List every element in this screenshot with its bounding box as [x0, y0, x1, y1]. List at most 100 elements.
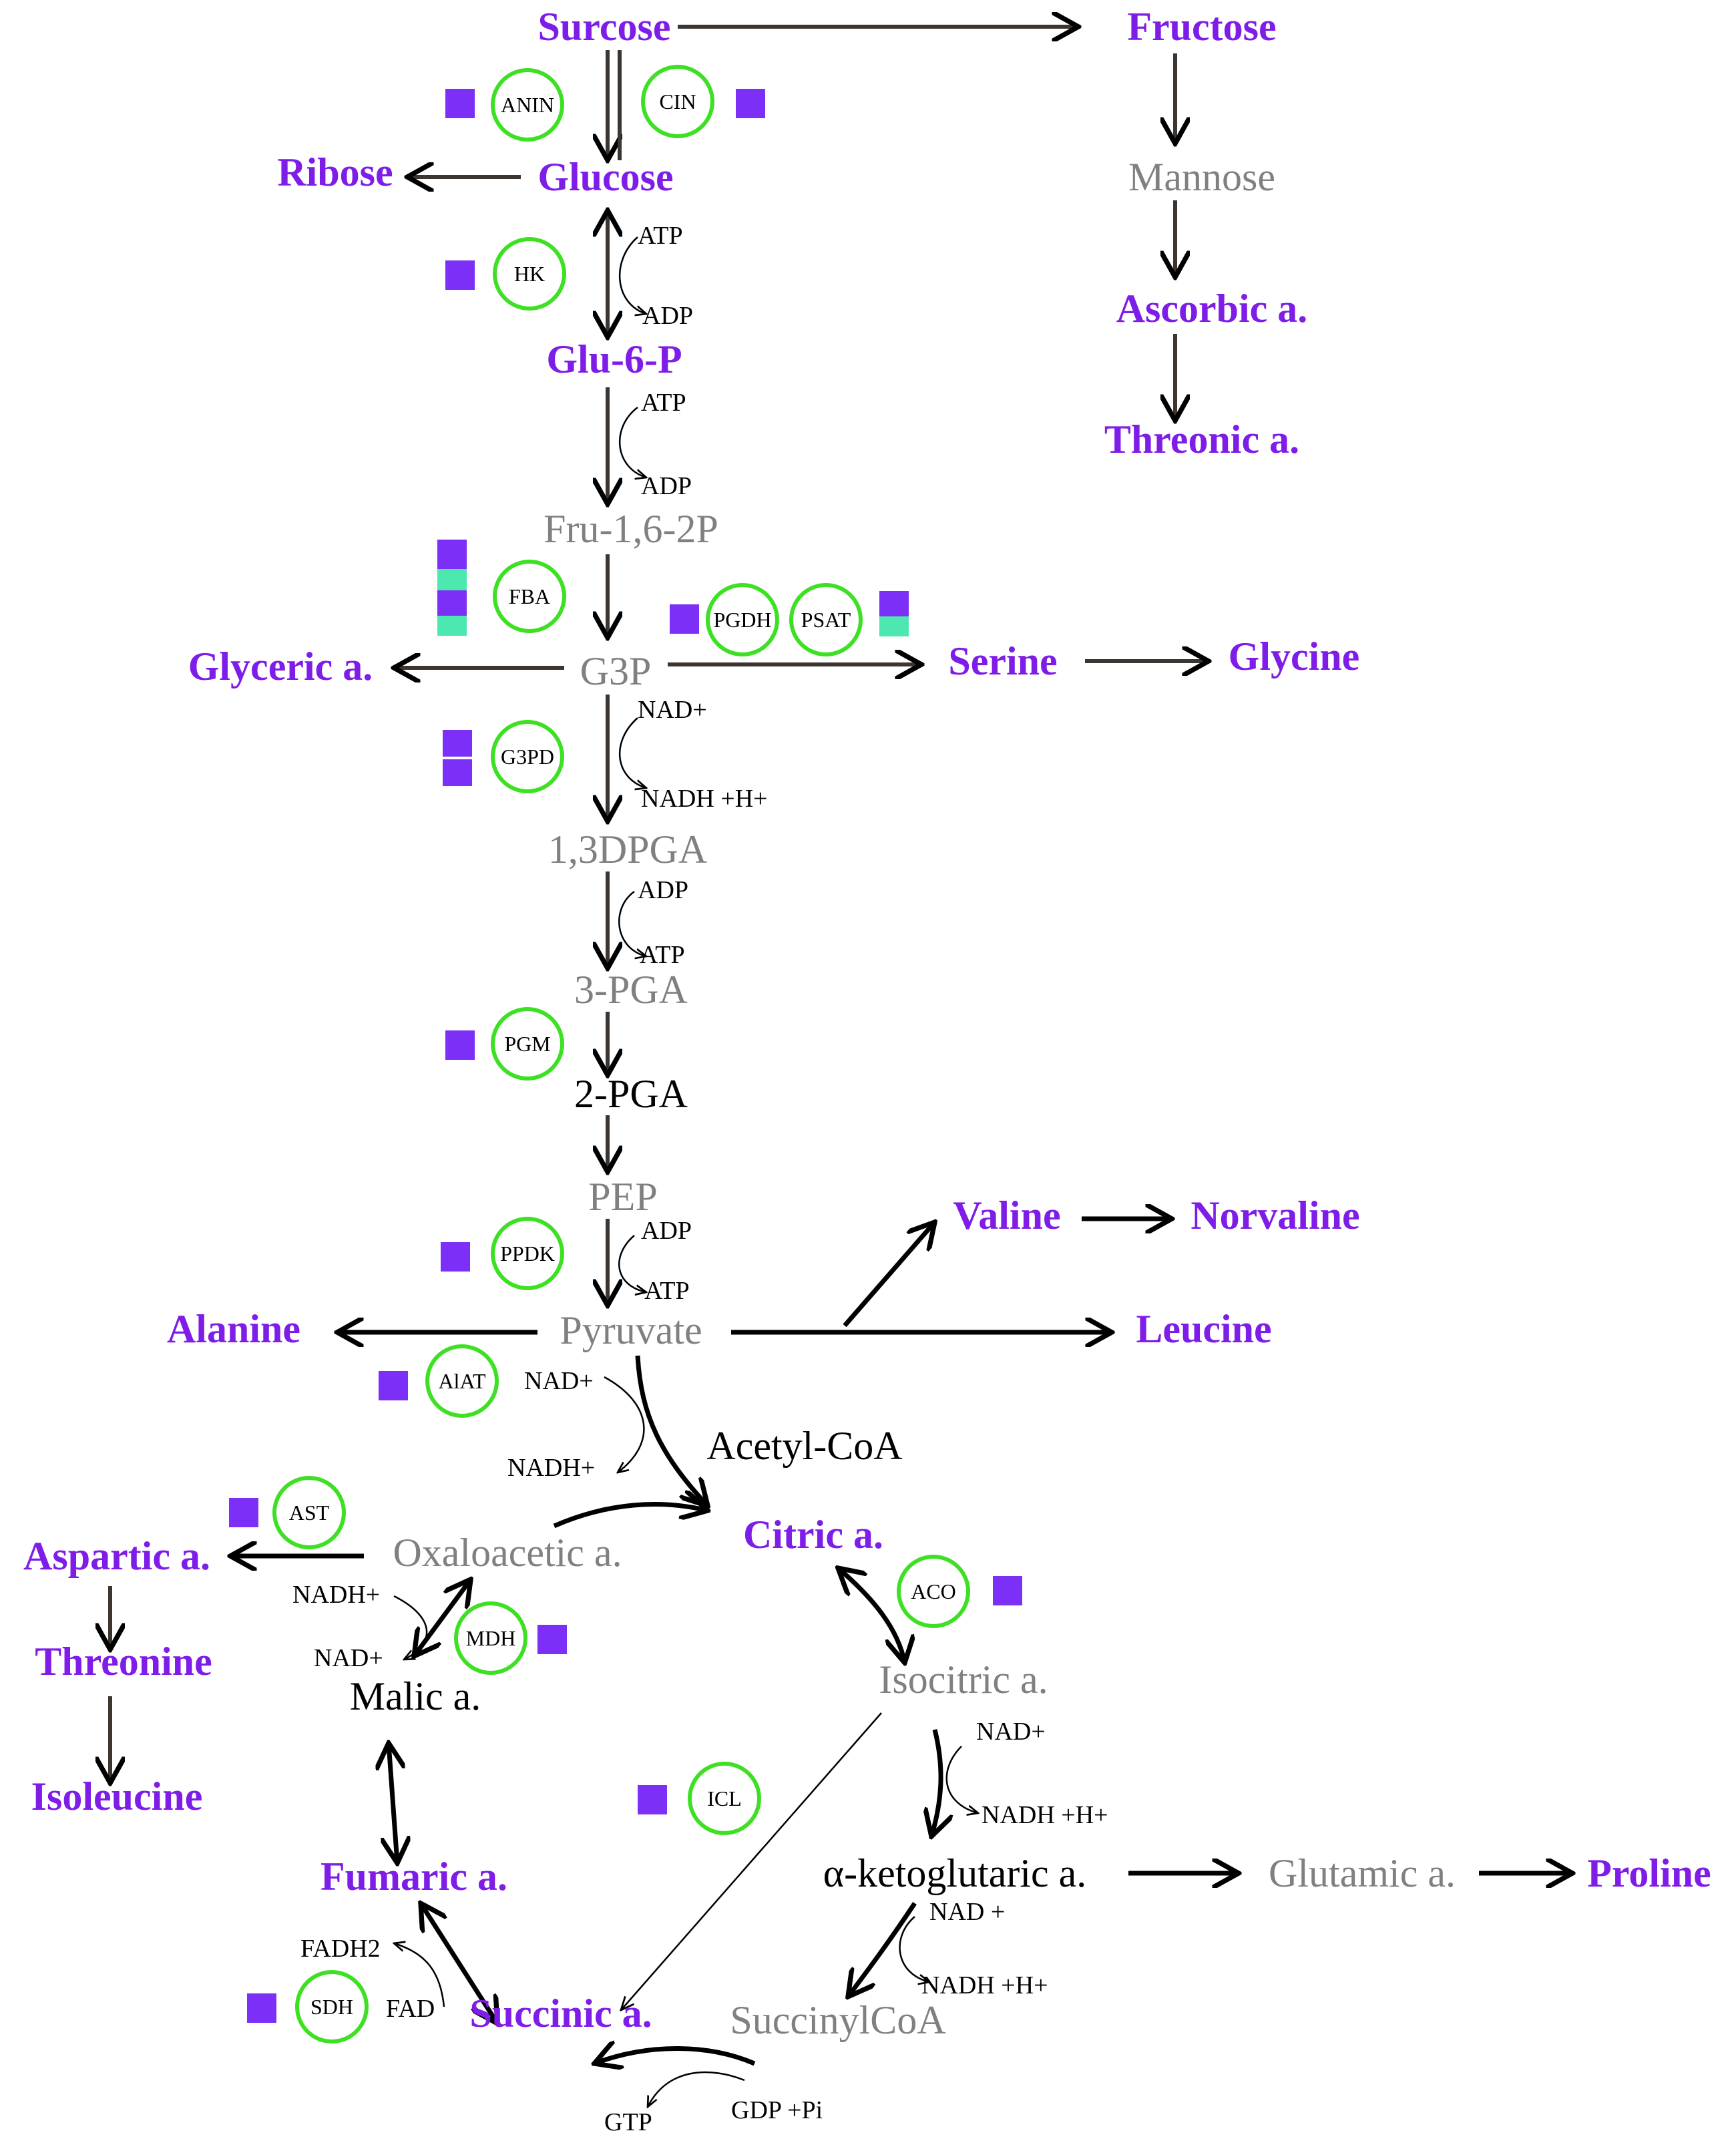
enzyme-label: PSAT: [801, 608, 851, 632]
indicator-g3pd-2: [443, 759, 472, 786]
enzyme-ast: AST: [272, 1476, 346, 1549]
enzyme-label: PGDH: [713, 608, 771, 632]
enzyme-sdh: SDH: [295, 1970, 369, 2043]
metabolite-serine: Serine: [948, 639, 1057, 683]
metabolite-13dpga: 1,3DPGA: [548, 827, 707, 871]
enzyme-alat: AlAT: [425, 1344, 499, 1418]
cofactor-adp: ADP: [641, 472, 692, 500]
cofactor-nad: NAD +: [929, 1898, 1005, 1926]
curve-sdh: [394, 1943, 445, 2007]
curve-icdh: [945, 1746, 978, 1813]
metabolite-proline: Proline: [1587, 1851, 1711, 1895]
indicator-alat: [379, 1371, 408, 1400]
metabolite-citric: Citric a.: [743, 1513, 883, 1557]
curve-pdh: [604, 1376, 645, 1473]
enzyme-pgm: PGM: [491, 1007, 564, 1081]
enzyme-label: ANIN: [501, 93, 554, 117]
metabolite-acetylcoa: Acetyl-CoA: [706, 1424, 902, 1468]
enzyme-aco: ACO: [897, 1555, 970, 1628]
arrow-isocitric-succinic: [621, 1712, 882, 2010]
cofactor-curves: [394, 236, 978, 2107]
enzyme-label: ICL: [707, 1786, 742, 1810]
metabolite-glutamic: Glutamic a.: [1269, 1851, 1456, 1895]
cofactor-gdp: GDP +Pi: [731, 2096, 823, 2124]
enzymes: ANIN CIN HK FBA PGDH PSAT G3PD PGM PPDK …: [272, 65, 970, 2043]
indicator-fba-3: [437, 590, 467, 616]
cofactor-atp: ATP: [644, 1277, 690, 1305]
enzyme-icl: ICL: [688, 1762, 761, 1835]
cofactor-nad: NAD+: [524, 1367, 594, 1395]
cofactor-fadh2: FADH2: [300, 1935, 381, 1963]
indicator-cin: [736, 89, 765, 118]
arrow-akg-succinylcoa: [848, 1902, 917, 1997]
enzyme-label: SDH: [310, 1995, 353, 2019]
arrow-oxaloacetic-citric: [553, 1505, 708, 1529]
metabolite-aspartic: Aspartic a.: [23, 1534, 210, 1578]
indicator-pgm: [445, 1030, 475, 1060]
metabolite-pep: PEP: [588, 1175, 657, 1219]
metabolite-threonine: Threonine: [35, 1639, 212, 1684]
cofactor-atp: ATP: [640, 941, 685, 969]
cofactor-atp: ATP: [638, 222, 683, 250]
enzyme-label: PGM: [504, 1032, 550, 1056]
enzyme-label: MDH: [466, 1626, 516, 1650]
cofactor-nadh: NADH +H+: [921, 1971, 1048, 1999]
indicator-g3pd-1: [443, 730, 472, 757]
cofactor-fad: FAD: [386, 1995, 435, 2023]
enzyme-g3pd: G3PD: [491, 720, 564, 793]
cofactor-adp: ADP: [641, 1217, 692, 1245]
metabolite-fructose: Fructose: [1127, 5, 1276, 49]
indicator-fba-4: [437, 616, 467, 636]
enzyme-label: ACO: [911, 1579, 956, 1603]
metabolite-alanine: Alanine: [167, 1307, 300, 1351]
cofactor-nadh: NADH +H+: [641, 785, 768, 813]
indicator-pgdh: [670, 604, 699, 634]
metabolite-valine: Valine: [953, 1193, 1060, 1237]
metabolite-succinic: Succinic a.: [469, 1991, 652, 2035]
curve-pgk: [618, 890, 646, 956]
arrow-succinic-fumaric: [421, 1903, 497, 2023]
metabolite-g3p: G3P: [580, 649, 652, 693]
indicator-fba-2: [437, 569, 467, 590]
arrow-isocitric-akg: [931, 1729, 941, 1836]
cofactor-adp: ADP: [642, 302, 693, 330]
metabolite-ribose: Ribose: [277, 150, 393, 194]
metabolites: Surcose Fructose Ribose Glucose Mannose …: [23, 5, 1711, 2042]
metabolite-isoleucine: Isoleucine: [31, 1774, 203, 1818]
enzyme-label: G3PD: [501, 745, 554, 769]
indicator-fba-1: [437, 540, 467, 569]
enzyme-cin: CIN: [641, 65, 714, 138]
metabolite-ascorbic: Ascorbic a.: [1116, 286, 1308, 331]
metabolite-malic: Malic a.: [350, 1674, 481, 1718]
enzyme-mdh: MDH: [454, 1601, 527, 1675]
indicator-ast: [229, 1498, 258, 1527]
indicator-mdh: [537, 1625, 567, 1654]
metabolite-succinylcoa: SuccinylCoA: [730, 1998, 945, 2042]
metabolite-sucrose: Surcose: [538, 5, 671, 49]
metabolite-3pga: 3-PGA: [574, 968, 688, 1012]
enzyme-label: CIN: [659, 89, 696, 114]
curve-ogdh: [899, 1916, 929, 1982]
arrow-succinylcoa-succinic: [594, 2049, 756, 2064]
change-indicators: [229, 89, 1022, 2023]
cofactor-atp: ATP: [641, 389, 686, 417]
indicator-icl: [638, 1785, 667, 1814]
cofactor-nadh: NADH+: [507, 1454, 595, 1482]
indicator-anin: [445, 89, 475, 118]
cofactor-nad: NAD+: [976, 1718, 1046, 1746]
metabolite-fumaric: Fumaric a.: [320, 1855, 507, 1899]
metabolite-mannose: Mannose: [1128, 155, 1275, 199]
enzyme-pgdh: PGDH: [706, 583, 779, 656]
metabolite-glycine: Glycine: [1229, 634, 1360, 678]
metabolite-glu6p: Glu-6-P: [546, 337, 682, 381]
curve-scs: [648, 2071, 745, 2107]
enzyme-label: AST: [289, 1501, 330, 1525]
cofactor-gtp: GTP: [604, 2108, 652, 2136]
metabolite-threonic: Threonic a.: [1104, 417, 1299, 461]
metabolite-glyceric: Glyceric a.: [188, 644, 373, 689]
metabolite-pyruvate: Pyruvate: [560, 1308, 702, 1352]
curve-g3pd: [618, 717, 646, 788]
indicator-sdh: [247, 1993, 276, 2023]
arrow-pyruvate-valine: [843, 1222, 935, 1328]
metabolite-isocitric: Isocitric a.: [879, 1658, 1048, 1702]
